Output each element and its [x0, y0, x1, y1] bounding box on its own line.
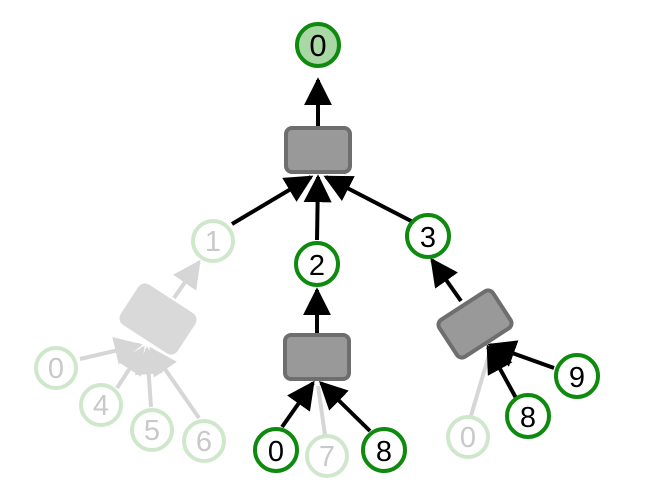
- edge-mid-in-7-faded: [316, 385, 327, 436]
- node-right-input-8: 8: [505, 393, 551, 439]
- node-right-input-9-label: 9: [569, 362, 585, 394]
- middle-op-box: [283, 333, 351, 381]
- node-middle-output: 2: [294, 241, 340, 287]
- edge-1-to-top-box: [230, 175, 314, 226]
- edge-right-in-0-faded: [468, 354, 491, 420]
- node-left-input-4-faded: 4: [79, 383, 123, 427]
- edge-mid-in-0: [280, 380, 315, 429]
- node-middle-input-0-label: 0: [268, 436, 284, 468]
- node-right-input-9: 9: [554, 353, 600, 399]
- edge-right-in-8: [486, 344, 518, 399]
- node-left-input-0-faded: 0: [34, 346, 78, 390]
- active-edges: [230, 77, 555, 433]
- edge-left-in-4: [115, 345, 145, 390]
- edge-left-box-to-1: [172, 259, 201, 300]
- edge-left-in-0: [79, 337, 143, 365]
- node-middle-input-0: 0: [253, 427, 299, 473]
- edge-2-to-top-box: [303, 174, 332, 241]
- node-right-input-0-faded: 0: [446, 415, 490, 459]
- root-node-label: 0: [309, 28, 326, 63]
- node-right-output-label: 3: [420, 222, 436, 254]
- right-op-box: [436, 288, 514, 360]
- node-left-input-6-faded: 6: [182, 419, 226, 463]
- node-middle-output-label: 2: [309, 250, 325, 282]
- node-middle-input-7-label: 7: [319, 441, 335, 473]
- node-left-input-0-label: 0: [48, 353, 64, 385]
- node-left-input-5-faded: 5: [130, 408, 174, 452]
- top-op-box: [284, 126, 352, 174]
- node-right-output: 3: [405, 213, 451, 259]
- node-left-input-6-label: 6: [196, 426, 212, 458]
- left-op-box-faded: [119, 283, 197, 355]
- node-middle-input-7-faded: 7: [305, 434, 349, 478]
- edge-3-to-top-box: [323, 175, 414, 224]
- faded-left-subtree-edges: [79, 259, 201, 420]
- node-left-output-faded: 1: [191, 219, 235, 263]
- node-right-input-8-label: 8: [520, 402, 536, 434]
- edge-mid-in-8: [318, 381, 372, 433]
- node-middle-input-8-label: 8: [376, 436, 392, 468]
- node-left-input-4-label: 4: [93, 390, 109, 422]
- node-right-input-0-label: 0: [460, 422, 476, 454]
- root-node: 0: [295, 22, 341, 68]
- edge-left-in-5: [134, 346, 163, 408]
- edge-right-box-to-3: [430, 257, 463, 303]
- node-left-output-label: 1: [205, 226, 221, 258]
- edge-left-in-6: [149, 346, 201, 420]
- node-left-input-5-label: 5: [144, 415, 160, 447]
- node-middle-input-8: 8: [361, 427, 407, 473]
